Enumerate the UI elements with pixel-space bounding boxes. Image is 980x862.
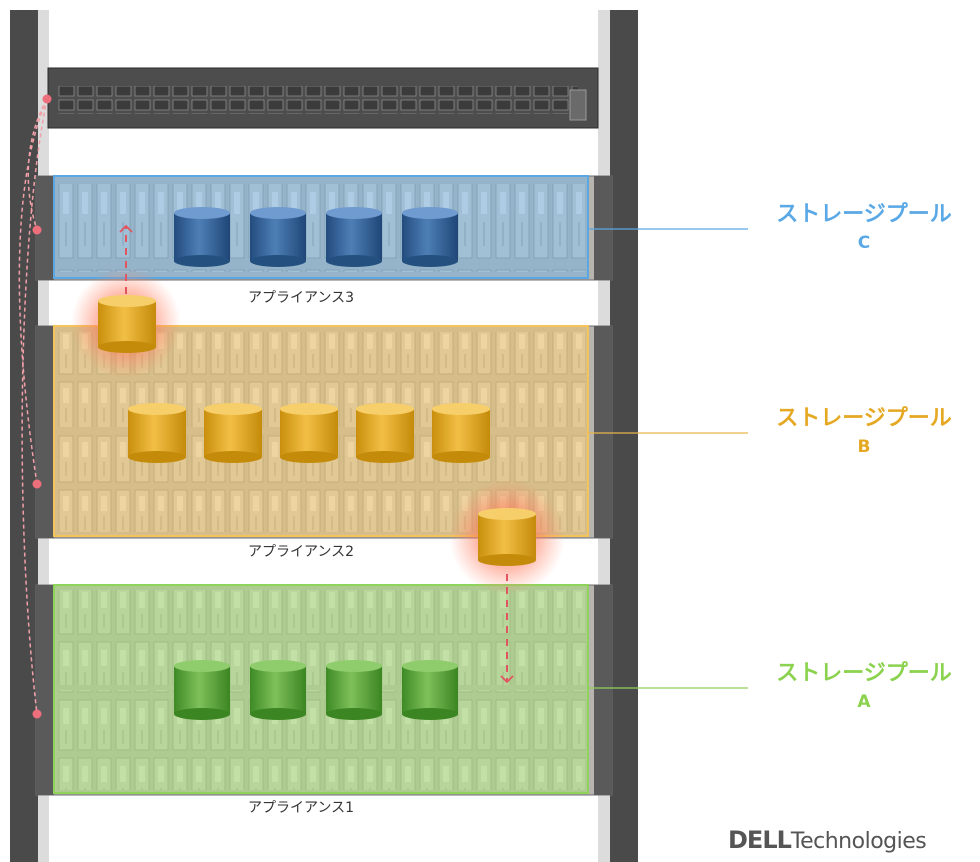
appliance-cables (18, 94, 52, 719)
pool-a-label: ストレージプール A (750, 659, 978, 715)
migrating-disk-to-pool-a (449, 479, 565, 595)
rack-post-left (10, 10, 38, 862)
pool-b-label: ストレージプール B (750, 404, 978, 460)
appliance-3-chassis (35, 175, 613, 281)
dell-wordmark: DELL (728, 826, 792, 854)
appliance-1-label: アプライアンス1 (248, 800, 355, 816)
pool-a-title: ストレージプール (776, 661, 952, 686)
pool-c-overlay (53, 175, 589, 279)
pool-c-label: ストレージプール C (750, 200, 978, 256)
migrating-disk-to-pool-c (71, 268, 181, 378)
network-switch (47, 67, 599, 129)
appliance-3-label: アプライアンス3 (248, 290, 355, 306)
technologies-wordmark: Technologies (790, 829, 927, 854)
pool-b-title: ストレージプール (776, 406, 952, 431)
pool-c-letter: C (857, 233, 871, 253)
dell-technologies-logo: DELLTechnologies (728, 826, 927, 854)
pool-c-disks (174, 207, 458, 267)
pool-a-disks (174, 660, 458, 720)
pool-a-overlay (53, 584, 589, 794)
appliance-2-label: アプライアンス2 (248, 544, 355, 560)
pool-b-disks (128, 403, 490, 463)
pool-c-title: ストレージプール (776, 202, 952, 227)
pool-b-letter: B (857, 437, 871, 457)
pool-a-letter: A (857, 692, 871, 712)
